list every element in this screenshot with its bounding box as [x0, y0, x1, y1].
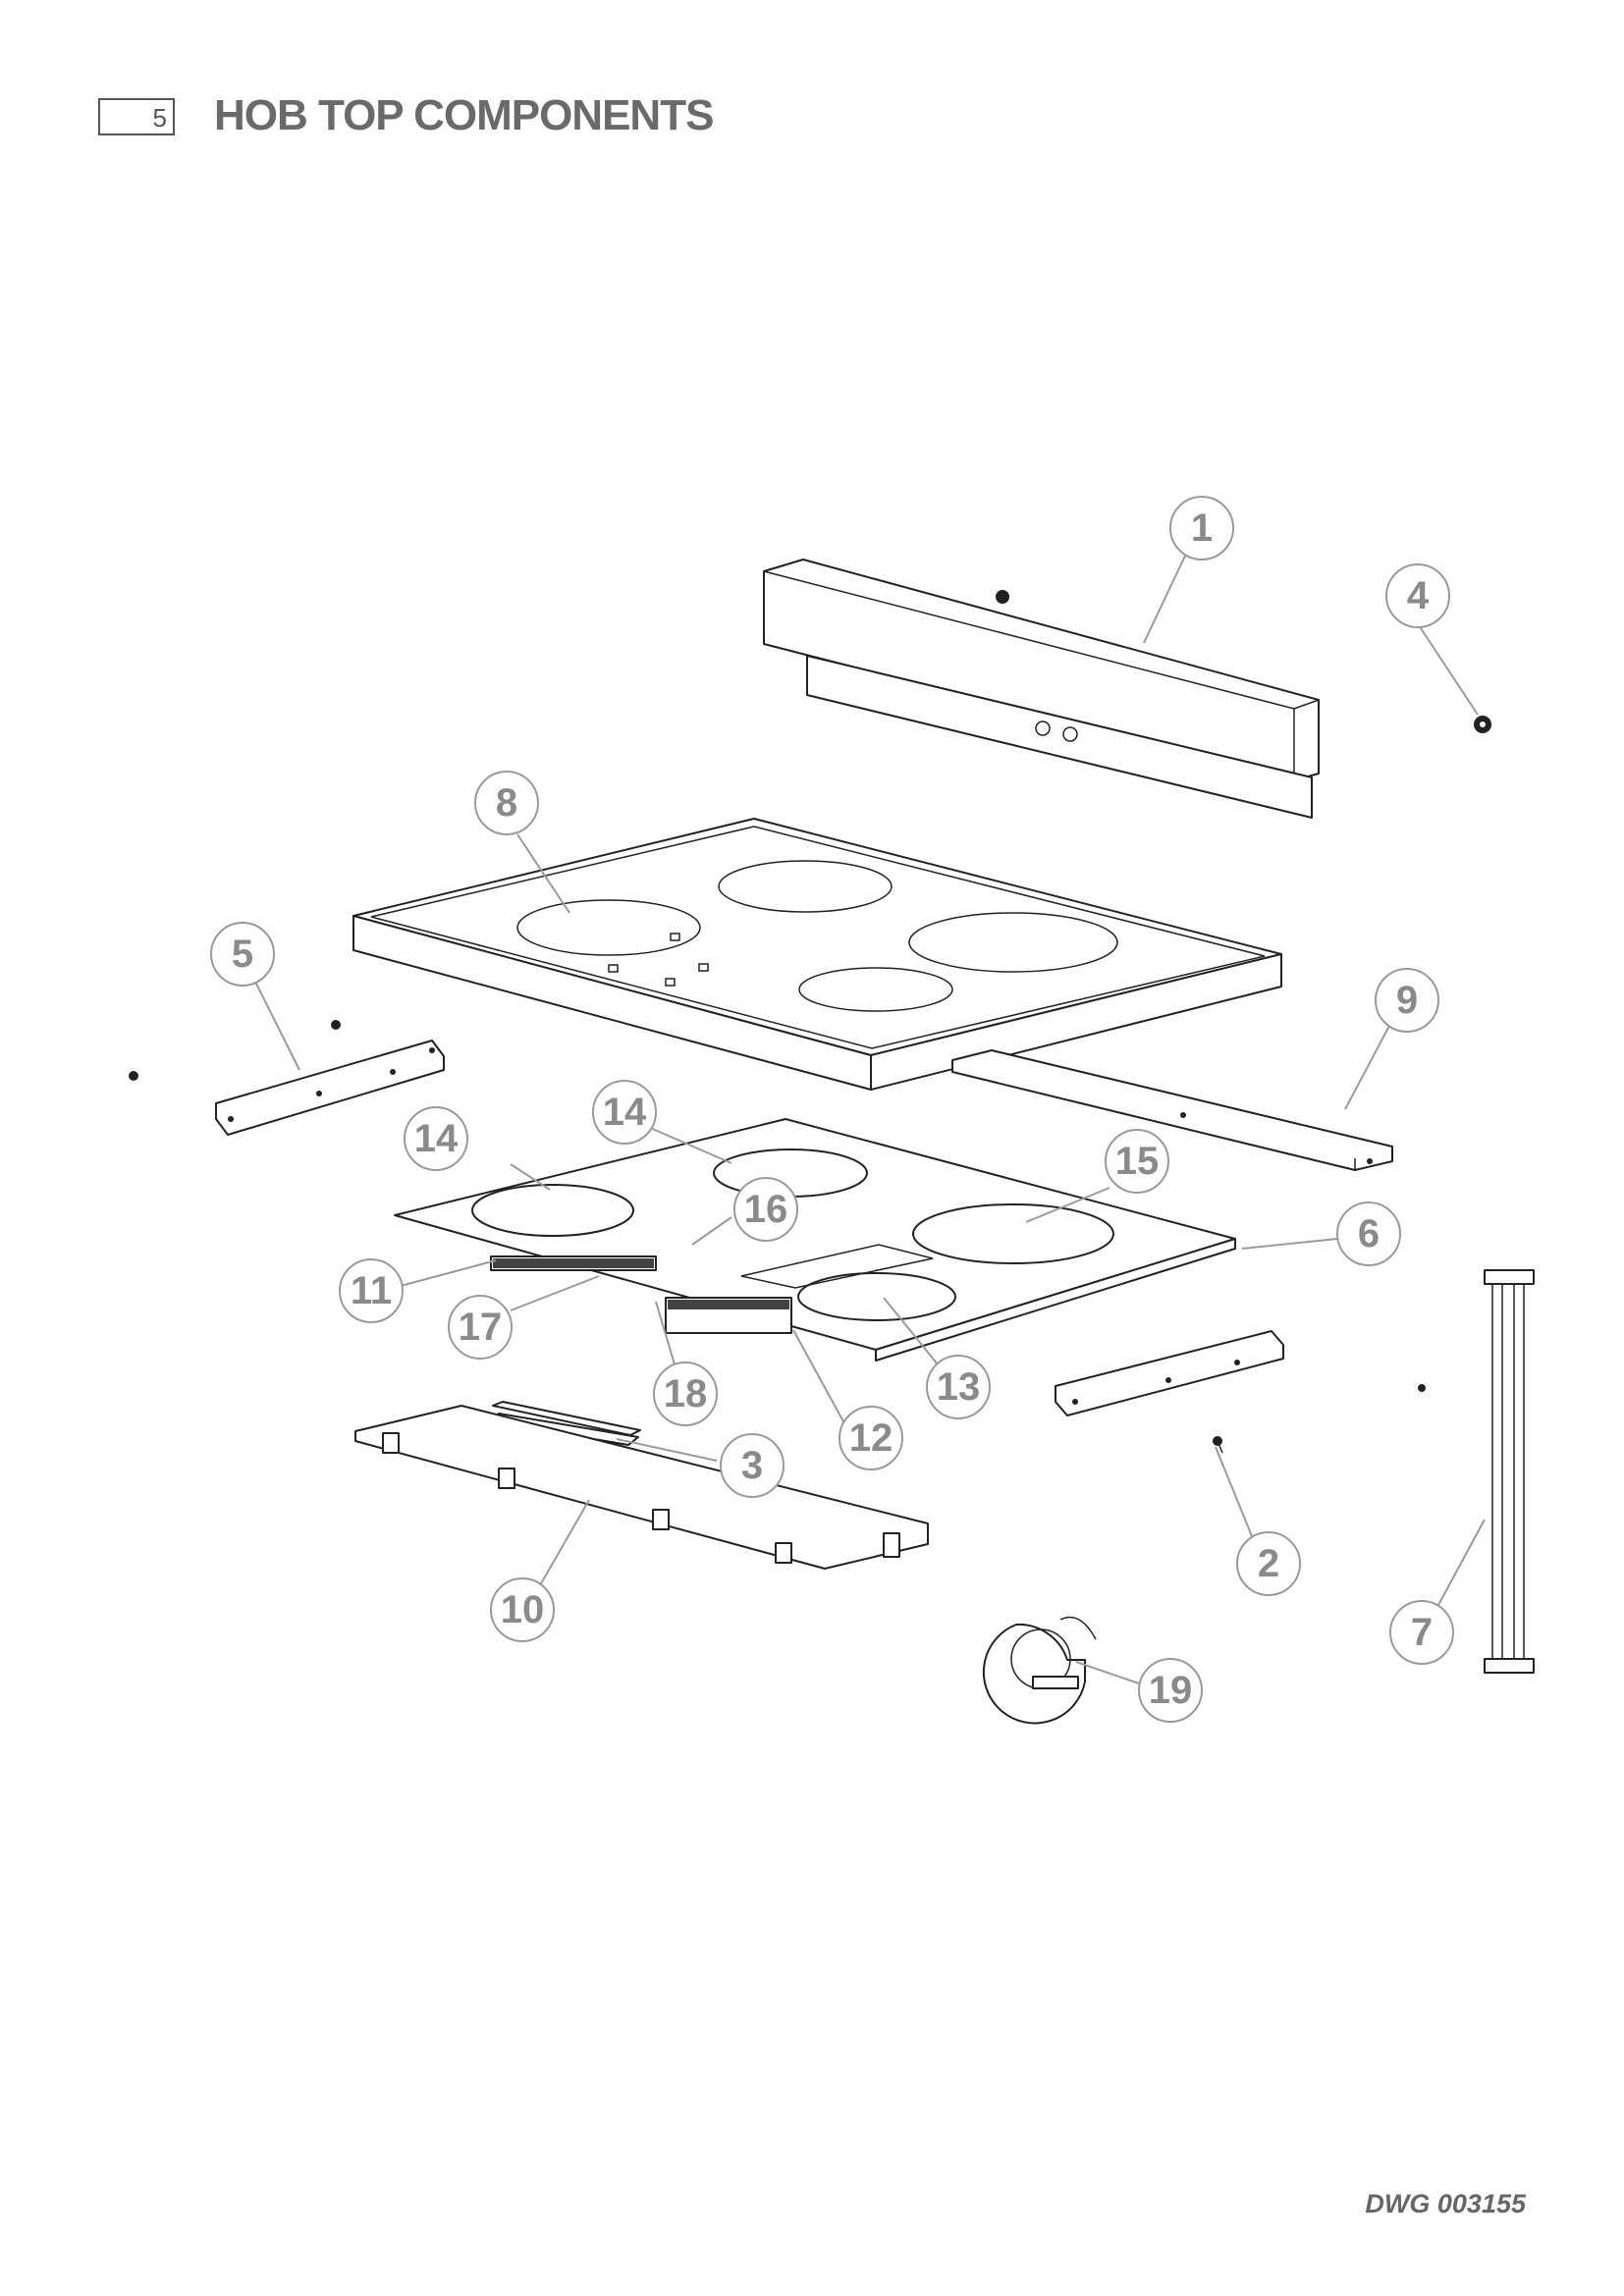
- callout-2: 2: [1236, 1531, 1301, 1596]
- callout-14-rear: 14: [592, 1080, 657, 1145]
- part-nut: [1474, 716, 1491, 733]
- section-number-box: 5: [98, 98, 175, 135]
- callout-9: 9: [1375, 968, 1439, 1033]
- svg-text:9: 9: [1396, 979, 1418, 1022]
- svg-text:2: 2: [1258, 1542, 1279, 1585]
- callout-12: 12: [839, 1406, 903, 1470]
- callout-13: 13: [926, 1355, 991, 1419]
- svg-text:18: 18: [664, 1372, 708, 1415]
- svg-text:13: 13: [937, 1365, 981, 1409]
- callout-10: 10: [490, 1577, 555, 1642]
- svg-text:7: 7: [1411, 1611, 1433, 1654]
- callout-3: 3: [720, 1433, 785, 1498]
- section-number: 5: [152, 103, 167, 133]
- svg-text:4: 4: [1407, 574, 1430, 617]
- part-rear-panel: [763, 559, 1320, 819]
- part-side-bracket-left: [129, 1020, 445, 1136]
- callout-4: 4: [1385, 563, 1450, 628]
- svg-text:3: 3: [741, 1444, 763, 1487]
- svg-text:11: 11: [351, 1269, 392, 1312]
- svg-text:14: 14: [414, 1117, 459, 1160]
- callout-17: 17: [448, 1295, 513, 1360]
- drawing-number: DWG 003155: [1365, 2189, 1526, 2218]
- callout-7: 7: [1389, 1600, 1454, 1665]
- callout-6: 6: [1336, 1201, 1401, 1266]
- svg-text:6: 6: [1358, 1212, 1380, 1255]
- callout-11: 11: [339, 1258, 404, 1323]
- callout-18: 18: [653, 1362, 718, 1426]
- part-base-tray: [394, 1118, 1236, 1362]
- svg-text:8: 8: [496, 781, 517, 825]
- callout-8: 8: [474, 771, 539, 835]
- callout-16: 16: [733, 1177, 798, 1242]
- svg-text:10: 10: [501, 1588, 545, 1631]
- svg-text:12: 12: [849, 1416, 893, 1460]
- svg-text:16: 16: [744, 1188, 788, 1231]
- part-glass-top: [352, 818, 1282, 1091]
- part-wiring-harness: [1484, 1269, 1535, 1674]
- svg-text:14: 14: [603, 1091, 647, 1134]
- svg-text:19: 19: [1149, 1669, 1193, 1712]
- svg-text:17: 17: [459, 1306, 503, 1349]
- page-title: HOB TOP COMPONENTS: [214, 91, 714, 139]
- callout-14-left: 14: [404, 1106, 468, 1171]
- part-side-bracket-right: [1055, 1330, 1426, 1416]
- svg-text:15: 15: [1115, 1140, 1160, 1183]
- callout-15: 15: [1105, 1129, 1169, 1194]
- callout-5: 5: [210, 922, 275, 987]
- part-screw: [1213, 1436, 1223, 1454]
- part-cooling-fan: [982, 1616, 1097, 1725]
- callout-19: 19: [1138, 1658, 1203, 1723]
- svg-text:5: 5: [232, 933, 253, 976]
- part-front-trim: [354, 1405, 929, 1570]
- callout-1: 1: [1169, 496, 1234, 561]
- svg-text:1: 1: [1191, 507, 1213, 550]
- leader-lines: [254, 553, 1486, 1684]
- part-side-rail-right: [951, 1049, 1393, 1171]
